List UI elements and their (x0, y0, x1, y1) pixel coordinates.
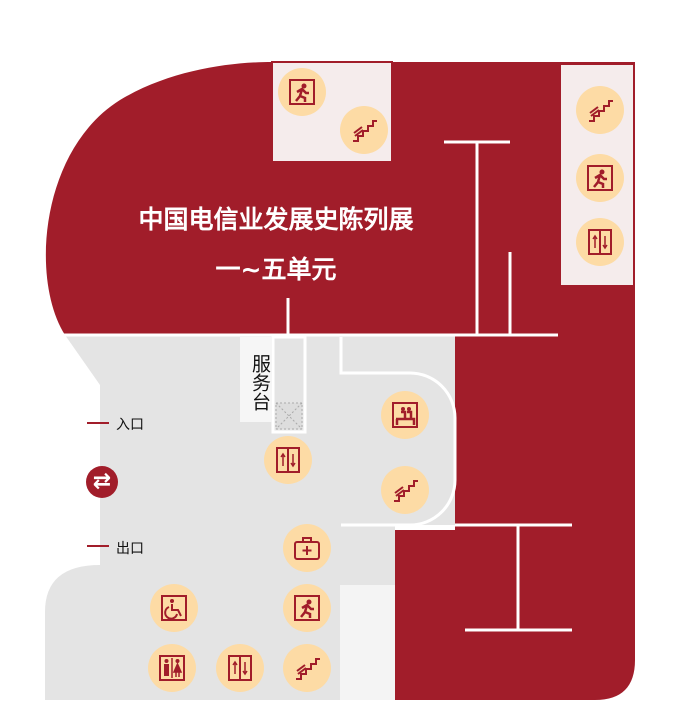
hall-title: 中国电信业发展史陈列展 (138, 205, 414, 234)
stairs-icon (589, 100, 613, 122)
poi-restroom[interactable] (148, 644, 196, 692)
accessible-icon (161, 595, 187, 621)
poi-stairs[interactable] (381, 466, 429, 514)
hall-subtitle: 一~五单元 (215, 255, 337, 284)
walls (60, 140, 572, 632)
poi-stairs[interactable] (576, 86, 624, 134)
elevator-icon (228, 655, 252, 681)
elevator-icon (276, 447, 300, 473)
poi-emergency-exit[interactable] (576, 154, 624, 202)
exit-arrow-icon (87, 545, 109, 547)
first-aid-icon (294, 537, 320, 560)
elevator-shaft (275, 402, 303, 430)
rest-area-icon (392, 402, 418, 428)
exhibition-hall[interactable] (45, 62, 636, 700)
poi-elevator[interactable] (576, 218, 624, 266)
entrance-arrow-icon (87, 422, 109, 424)
poi-accessible[interactable] (150, 584, 198, 632)
swap-direction-icon[interactable]: ⇄ (86, 466, 118, 498)
exit-label: 出口 (116, 541, 144, 557)
stairs-icon (296, 658, 320, 680)
emergency-exit-icon (289, 79, 315, 105)
poi-stairs[interactable] (283, 644, 331, 692)
service-desk[interactable]: 服务台 (240, 337, 272, 422)
stairs-icon (353, 120, 377, 142)
poi-emergency-exit[interactable] (283, 584, 331, 632)
stairs-icon (394, 480, 418, 502)
poi-rest-area[interactable] (381, 391, 429, 439)
side-corridor (340, 585, 395, 700)
entrance-label: 入口 (116, 417, 144, 433)
poi-elevator[interactable] (264, 436, 312, 484)
restroom-icon (159, 655, 185, 681)
emergency-exit-icon (587, 165, 613, 191)
poi-first-aid[interactable] (283, 524, 331, 572)
emergency-exit-icon (294, 595, 320, 621)
poi-elevator[interactable] (216, 644, 264, 692)
elevator-icon (588, 229, 612, 255)
poi-emergency-exit[interactable] (278, 68, 326, 116)
poi-stairs[interactable] (340, 106, 388, 154)
